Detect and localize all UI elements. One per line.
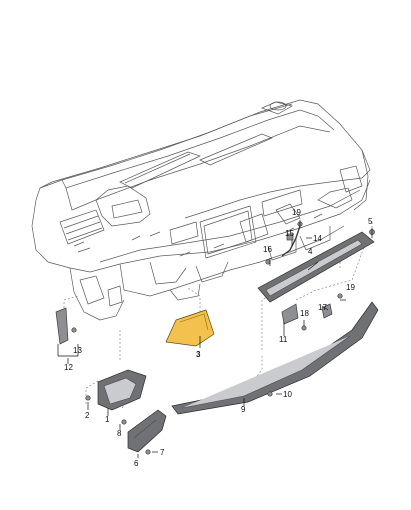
part-4-trim-strip <box>257 231 375 303</box>
callout-2: 2 <box>85 411 90 420</box>
callout-19-top: 19 <box>292 208 301 217</box>
callout-9: 9 <box>241 405 246 414</box>
callout-13: 13 <box>73 346 82 355</box>
screws <box>71 221 375 455</box>
dashboard-assembly <box>31 99 371 321</box>
part-6-side-trim <box>127 409 167 453</box>
callout-10: 10 <box>283 390 292 399</box>
part-3-trim-highlighted <box>165 309 215 347</box>
callout-labels: 3 4 5 9 10 11 12 13 1 2 8 6 7 16 19 14 1… <box>64 208 373 468</box>
part-13-bracket <box>55 307 69 345</box>
callout-4: 4 <box>308 247 313 256</box>
part-14-cable <box>281 225 301 257</box>
callout-17: 17 <box>318 303 327 312</box>
callout-1: 1 <box>105 415 110 424</box>
leader-lines <box>57 220 373 458</box>
callout-18: 18 <box>300 309 309 318</box>
callout-12: 12 <box>64 363 73 372</box>
callout-16: 16 <box>263 245 272 254</box>
callout-19-right: 19 <box>346 283 355 292</box>
part-1-knee-panel <box>97 369 147 411</box>
callout-14: 14 <box>313 234 322 243</box>
callout-5: 5 <box>368 217 373 226</box>
part-11-end-cap <box>281 303 299 325</box>
callout-15: 15 <box>285 229 294 238</box>
callout-8: 8 <box>117 429 122 438</box>
callout-11: 11 <box>279 335 288 344</box>
part-9-lower-trim <box>171 301 379 415</box>
callout-3: 3 <box>196 350 201 359</box>
callout-7: 7 <box>160 448 165 457</box>
part-15-connector <box>286 233 294 241</box>
callout-6: 6 <box>134 459 139 468</box>
